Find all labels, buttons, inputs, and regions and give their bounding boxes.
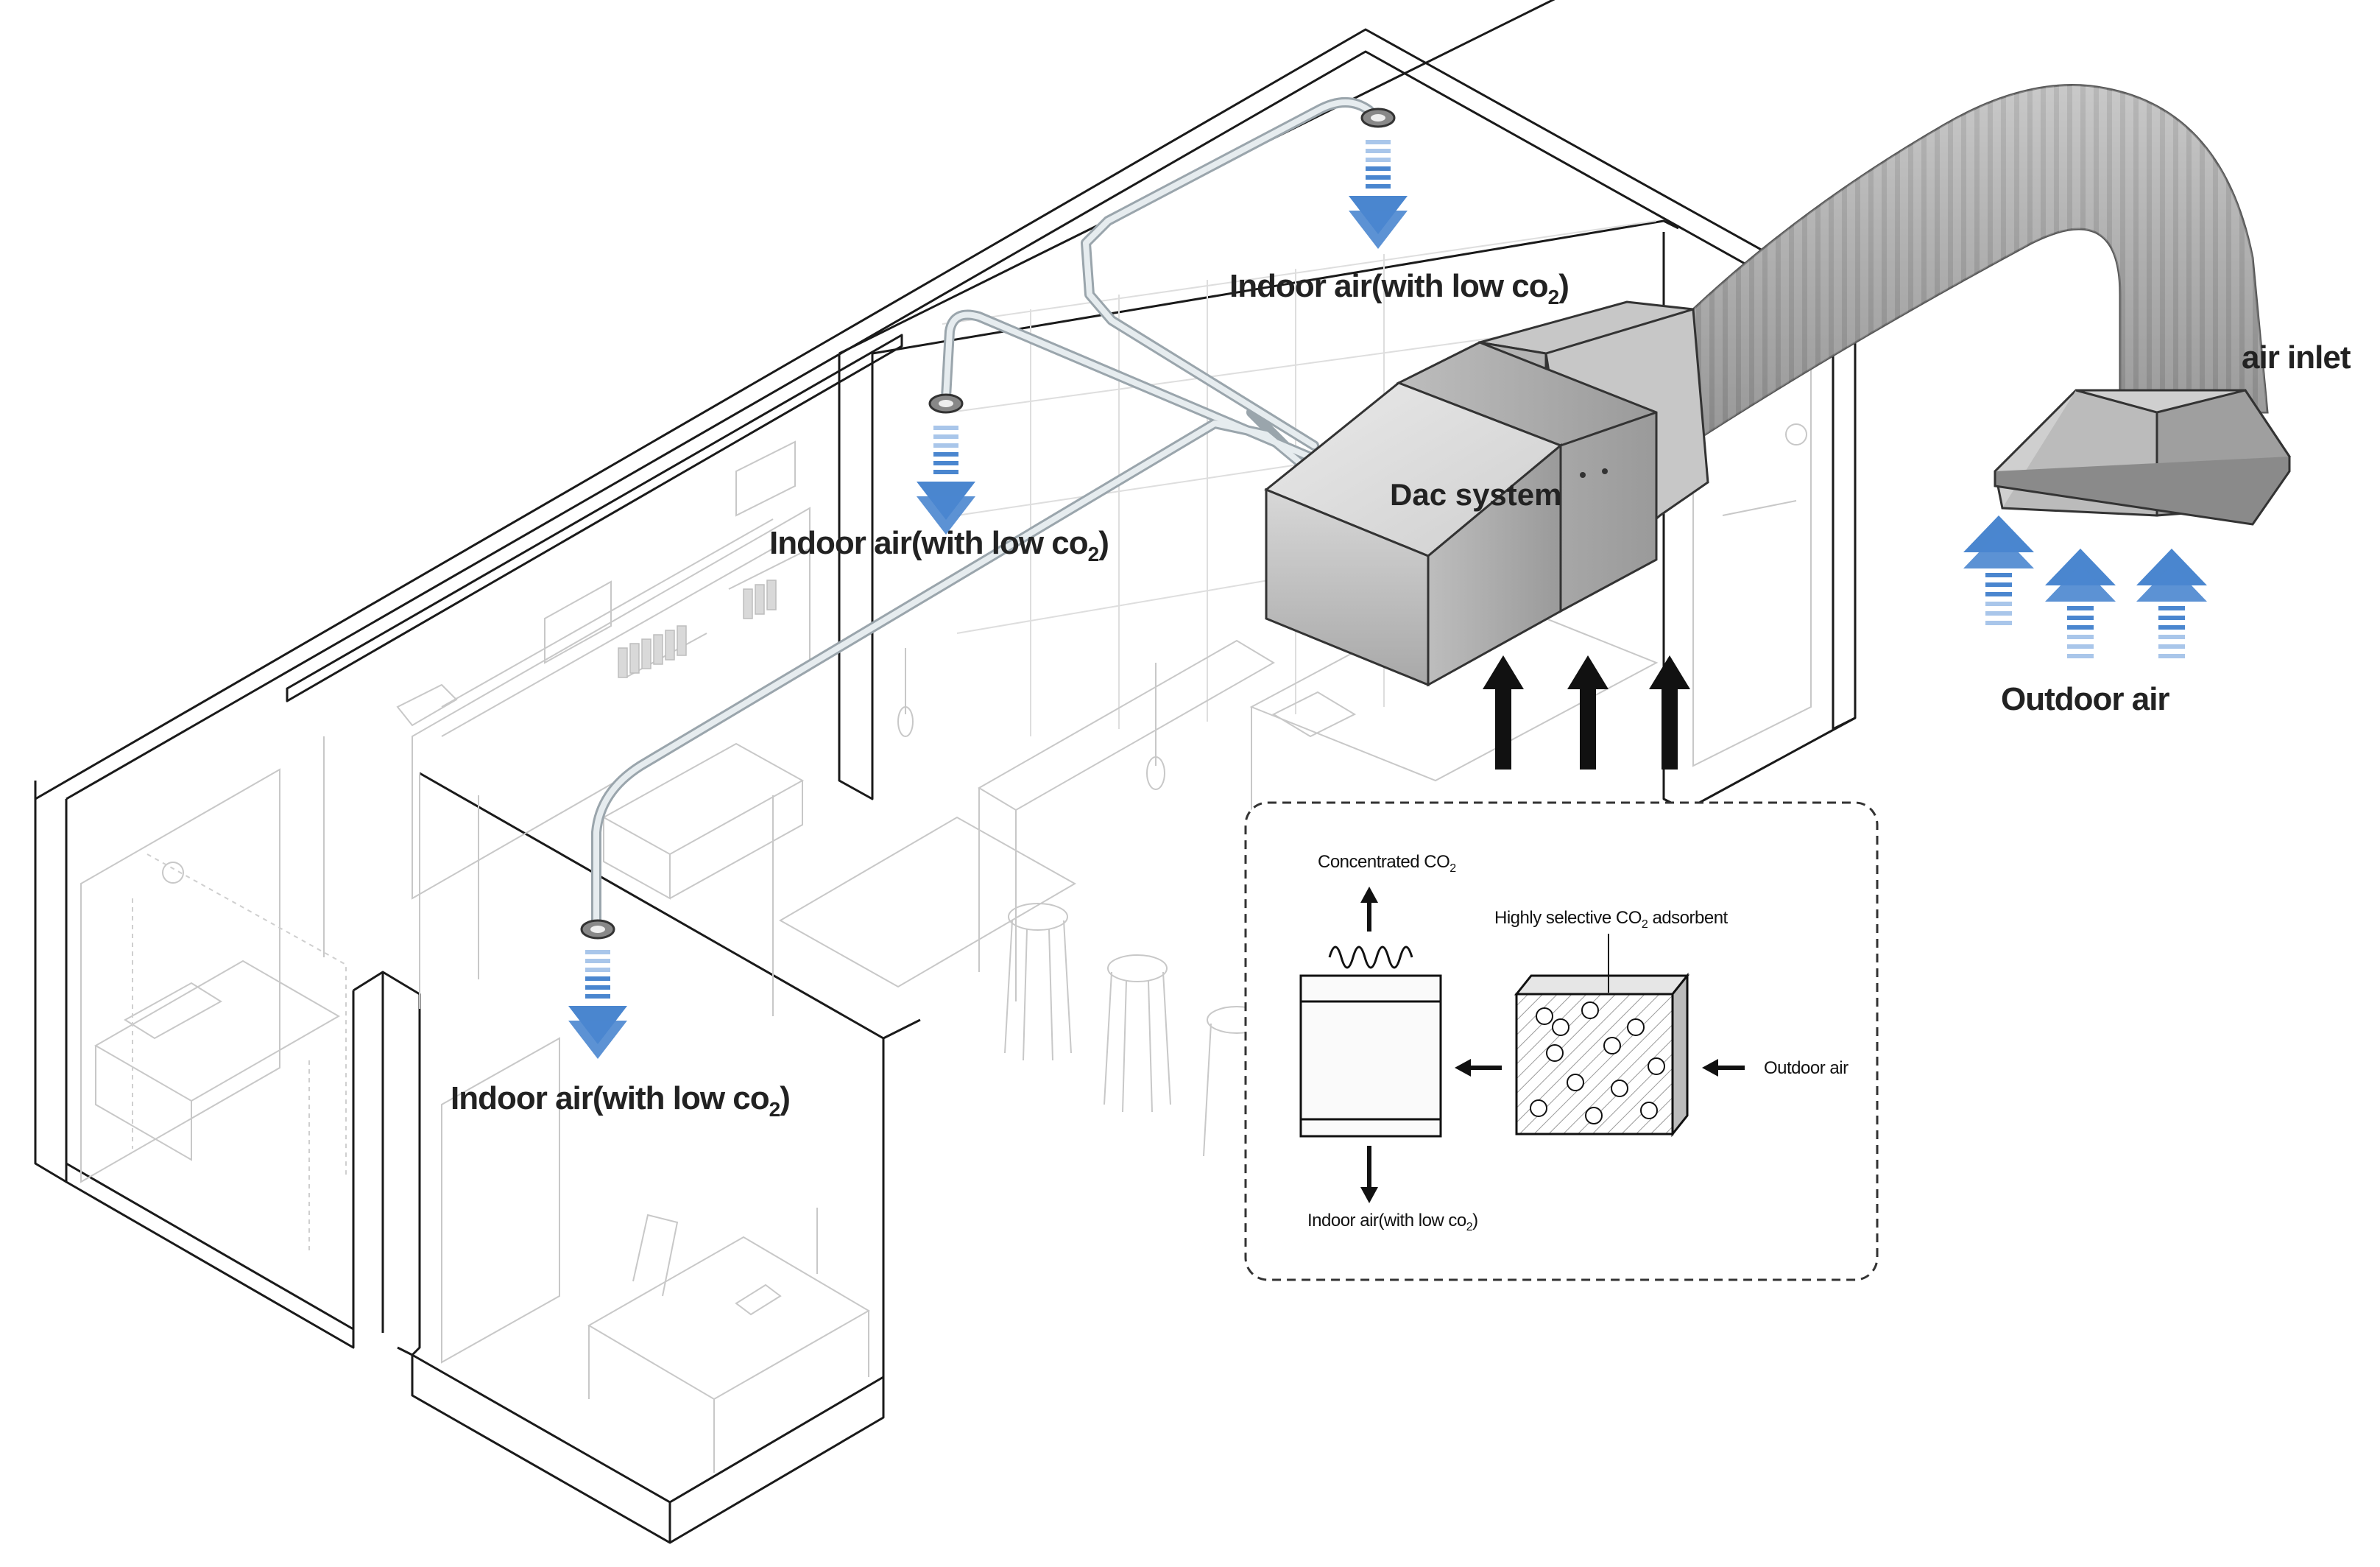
down-arrow-icon [1349,140,1408,249]
up-arrow-icon [1963,515,2034,625]
svg-text:Dac system: Dac system [1390,477,1561,512]
diffuser [1360,108,1396,128]
label-air-inlet: air inlet [2242,339,2352,376]
label-indoor-air-inset: Indoor air(with low co2) [1307,1211,1478,1233]
label-outdoor-air: Outdoor air [2001,681,2170,717]
svg-text:air inlet: air inlet [2242,339,2351,376]
up-arrow-icon [1360,887,1378,932]
left-arrow-icon [1702,1059,1745,1077]
down-arrow-icon [917,426,975,535]
label-indoor-air-bottom: Indoor air(with low co2) [451,1080,791,1121]
diffuser [928,393,964,414]
up-arrow-icon [1567,655,1609,770]
air-inlet-hood [1994,389,2291,526]
diffuser [580,919,615,940]
flexible-intake-hose [1670,84,2269,459]
desorption-chamber [1299,974,1442,1138]
label-indoor-air-top: Indoor air(with low co2) [1229,268,1569,309]
down-arrow-icon [568,950,627,1059]
left-arrow-icon [1455,1059,1502,1077]
svg-text:Outdoor air: Outdoor air [2001,681,2169,717]
dac-unit [1264,300,1709,687]
up-arrow-icon [2045,549,2116,658]
label-concentrated-co2: Concentrated CO2 [1318,852,1456,875]
adsorption-detail-inset: Concentrated CO2 Indoor air(with low co2… [1244,801,1879,1281]
label-outdoor-air-inset: Outdoor air [1764,1058,1848,1078]
supply-ducts [580,97,1396,940]
label-indoor-air-middle: Indoor air(with low co2) [769,525,1109,566]
label-dac-system: Dac system [1390,477,1561,512]
co2-adsorbent-block [1514,972,1690,1138]
svg-text:Indoor air(with low co2): Indoor air(with low co2) [769,525,1109,566]
outdoor-inlet-arrows [1963,515,2207,658]
up-arrow-icon [1649,655,1690,770]
heat-wave-icon [1328,946,1413,969]
label-adsorbent: Highly selective CO2 adsorbent [1494,908,1728,931]
outlet-arrows [568,140,1408,1059]
up-arrow-icon [2136,549,2207,658]
svg-text:Indoor air(with low co2): Indoor air(with low co2) [451,1080,790,1121]
down-arrow-icon [1360,1146,1378,1203]
svg-text:Indoor air(with low co2): Indoor air(with low co2) [1229,268,1569,309]
airflow-arrows [1483,655,1690,770]
up-arrow-icon [1483,655,1524,770]
